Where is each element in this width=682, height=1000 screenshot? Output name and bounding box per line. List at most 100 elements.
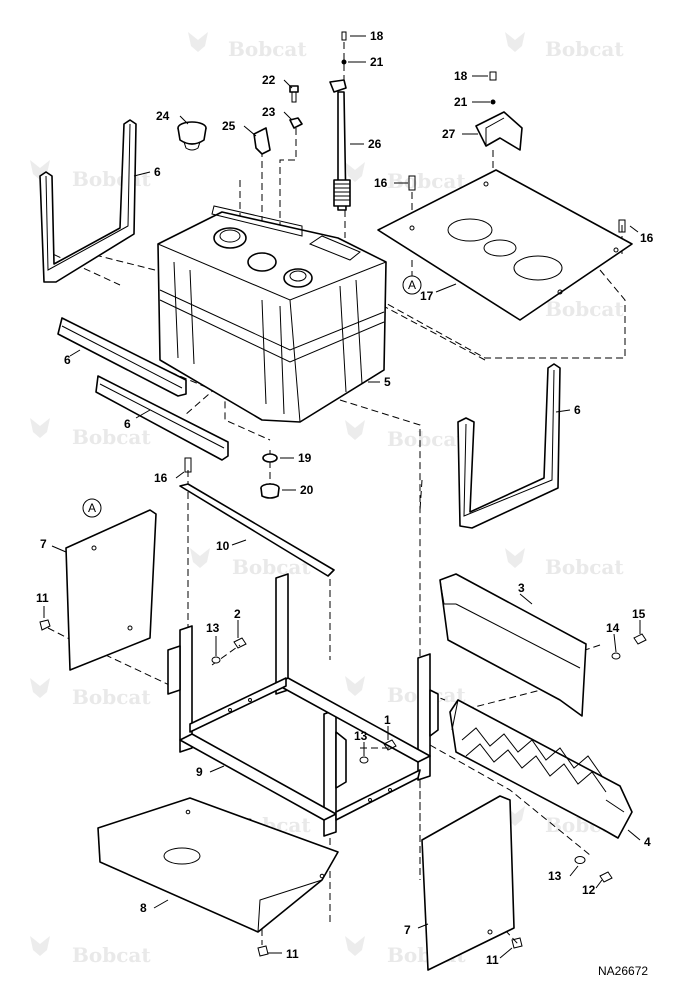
step-4 [449,699,633,839]
shield-3 [439,573,587,717]
callout-19: 19 [298,451,312,465]
svg-text:Bobcat: Bobcat [545,297,624,321]
frame-9 [167,573,439,837]
callout-5: 5 [384,375,391,389]
reference-code: NA26672 [598,964,648,978]
washer-21-right [490,99,496,105]
callout-9: 9 [196,765,203,779]
watermark: Bobcat [30,160,151,191]
strap-6-upper-left [39,119,137,283]
callout-12: 12 [582,883,596,897]
callout-11: 11 [486,953,499,967]
callout-21: 21 [370,55,384,69]
callout-20: 20 [300,483,314,497]
callout-17: 17 [420,289,434,303]
callout-13: 13 [206,621,220,635]
ref-marker-a-panel: A [82,498,102,518]
strip-6-lower-edge [99,383,225,449]
callout-18: 18 [454,69,468,83]
callout-13: 13 [548,869,562,883]
svg-text:A: A [408,278,416,292]
callout-7: 7 [404,923,411,937]
callout-14: 14 [606,621,620,635]
callout-25: 25 [222,119,236,133]
callout-6: 6 [64,353,71,367]
callout-1: 1 [384,713,391,727]
callout-22: 22 [262,73,276,87]
screw-22 [289,85,299,103]
screw-16-strap [184,457,192,473]
callout-6: 6 [154,165,161,179]
screw-11-right [511,937,523,949]
svg-text:Bobcat: Bobcat [72,425,151,449]
callout-4: 4 [644,835,651,849]
callout-27: 27 [442,127,456,141]
washer-13-frame-lower [359,756,369,764]
callout-18: 18 [370,29,384,43]
washer-13-step [574,856,586,864]
watermark: Bobcat [30,936,151,967]
o-ring-19 [262,453,278,463]
side-panel-7-left [65,509,157,671]
callout-16: 16 [374,176,388,190]
svg-text:Bobcat: Bobcat [72,167,151,191]
vent-25 [253,127,271,155]
leader-lines [43,35,641,959]
fuel-tank-5 [157,205,387,423]
callout-13: 13 [354,729,368,743]
screw-18-right [489,71,497,81]
callout-6: 6 [124,417,131,431]
side-panel-7-right [421,795,515,971]
callout-6: 6 [574,403,581,417]
callout-7: 7 [40,537,47,551]
washer-13-frame-upper [211,656,221,664]
strip-6-lower [95,375,229,461]
washer-14 [611,652,621,660]
callout-16: 16 [640,231,654,245]
svg-text:Bobcat: Bobcat [545,555,624,579]
watermark: Bobcat [30,678,151,709]
screw-11-left [39,619,51,631]
callout-26: 26 [368,137,382,151]
callout-11: 11 [286,947,299,961]
watermark: Bobcat [345,420,466,451]
screw-16-plate-left [408,175,416,191]
bolt-15 [633,633,647,645]
ref-marker-a-plate: A [402,275,422,295]
cover-27 [475,111,523,151]
callout-8: 8 [140,901,147,915]
filler-cap-24 [177,121,207,151]
screw-11-pan [257,945,269,957]
svg-text:Bobcat: Bobcat [228,37,307,61]
callout-3: 3 [518,581,525,595]
svg-text:Bobcat: Bobcat [545,37,624,61]
callout-2: 2 [234,607,241,621]
watermark: Bobcat [505,548,624,579]
bolt-12 [599,871,613,883]
watermark: Bobcat [190,548,311,579]
strap-6-right-edge [463,369,555,517]
svg-text:Bobcat: Bobcat [387,427,466,451]
bolt-2 [233,637,247,649]
callout-16: 16 [154,471,168,485]
callout-23: 23 [262,105,276,119]
watermark: Bobcat [30,418,151,449]
strap-10 [179,483,335,577]
svg-text:Bobcat: Bobcat [72,943,151,967]
nut-23 [289,117,303,129]
skid-pan-8 [97,797,339,933]
strip-6-upper-edge [61,325,183,389]
bolt-1 [383,739,397,751]
watermark: Bobcat [345,676,466,707]
strap-6-upper-left-edge [45,123,131,271]
fuel-sender-26 [329,79,351,211]
callout-21: 21 [454,95,468,109]
screw-16-plate-right [618,219,626,233]
svg-text:Bobcat: Bobcat [232,555,311,579]
callouts: 18 21 22 23 24 25 26 18 21 27 16 16 17 6… [36,29,654,967]
callout-15: 15 [632,607,646,621]
drain-plug-20 [260,483,280,499]
washer-21-upper [341,59,347,65]
svg-text:Bobcat: Bobcat [387,169,466,193]
screw-18-upper [341,31,347,41]
